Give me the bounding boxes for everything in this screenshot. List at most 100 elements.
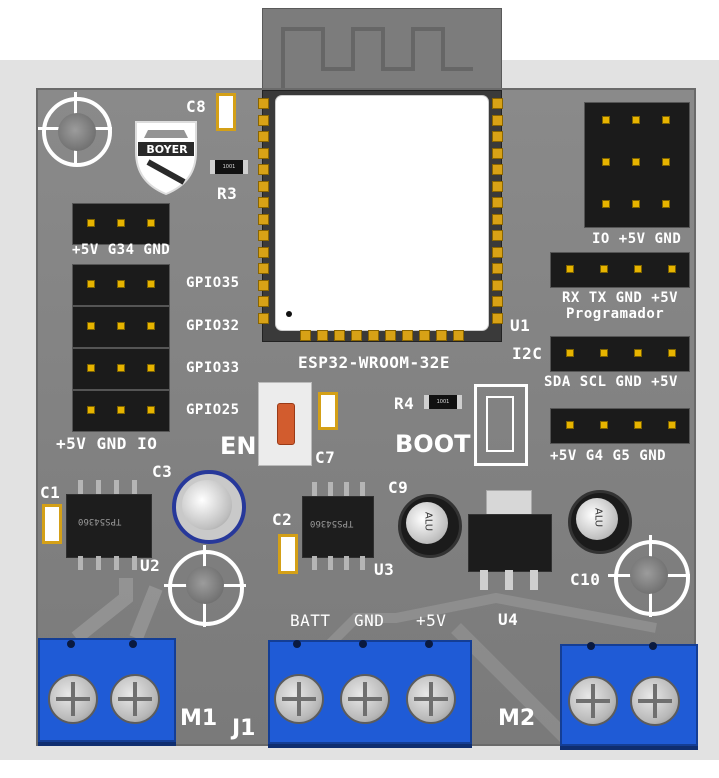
- header-pin: [662, 200, 670, 208]
- esp32-pad: [300, 330, 311, 341]
- capacitor-c2: [278, 534, 298, 574]
- en-button[interactable]: [258, 382, 312, 466]
- resistor-r3: 1001: [210, 160, 248, 174]
- silk-u3: U3: [374, 560, 395, 579]
- silk-c2: C2: [272, 510, 293, 529]
- header-pin: [662, 158, 670, 166]
- header-pin: [87, 219, 95, 227]
- silk-r4: R4: [394, 394, 415, 413]
- ic-leg: [132, 556, 137, 570]
- esp32-pad: [492, 114, 503, 126]
- boot-button-outline[interactable]: [474, 384, 528, 466]
- header-pin: [600, 421, 608, 429]
- ic-leg: [96, 556, 101, 570]
- silk-plus5v: +5V: [416, 611, 447, 630]
- regulator-u4-leg: [480, 570, 488, 590]
- regulator-u4-tab: [486, 490, 532, 516]
- header-pin: [147, 322, 155, 330]
- silk-c10: C10: [570, 570, 601, 589]
- silk-batt: BATT: [290, 611, 331, 630]
- esp32-pad: [258, 296, 269, 307]
- silk-m1: M1: [180, 706, 218, 731]
- header-pin: [662, 116, 670, 124]
- terminal-dot: [67, 640, 75, 648]
- silk-gpio25: GPIO25: [186, 402, 240, 418]
- terminal-screw: [630, 676, 680, 726]
- terminal-screw: [340, 674, 390, 724]
- ic-leg: [360, 482, 365, 496]
- capacitor-c7: [318, 392, 338, 430]
- silk-gpio32: GPIO32: [186, 318, 240, 334]
- esp32-pad: [258, 147, 269, 159]
- terminal-screw: [48, 674, 98, 724]
- esp32-pad: [368, 330, 379, 341]
- copper-traces: [71, 578, 657, 746]
- header-pin: [117, 280, 125, 288]
- header-pin: [147, 406, 155, 414]
- esp32-pad: [436, 330, 447, 341]
- ic-leg: [328, 556, 333, 570]
- esp32-pad: [351, 330, 362, 341]
- terminal-screw: [110, 674, 160, 724]
- ic-leg: [114, 480, 119, 494]
- esp32-pad: [492, 312, 503, 324]
- terminal-dot: [425, 640, 433, 648]
- en-button-actuator[interactable]: [277, 403, 295, 445]
- regulator-u4-leg: [530, 570, 538, 590]
- ic-u3: [302, 496, 374, 558]
- ic-leg: [132, 480, 137, 494]
- header-pin: [117, 406, 125, 414]
- ic-leg: [78, 556, 83, 570]
- esp32-pad: [258, 246, 269, 258]
- mounting-hole-bottom-left: [168, 550, 244, 626]
- header-pin: [117, 364, 125, 372]
- capacitor-c8: [216, 93, 236, 131]
- esp32-pad: [258, 180, 269, 192]
- header-pin: [566, 349, 574, 357]
- silk-i2c: I2C: [512, 344, 543, 363]
- silk-gnd: GND: [354, 611, 385, 630]
- header-pin: [602, 116, 610, 124]
- header-pin: [87, 364, 95, 372]
- silk-c7: C7: [315, 448, 336, 467]
- esp32-pad: [402, 330, 413, 341]
- header-pin: [668, 265, 676, 273]
- silk-c3: C3: [152, 462, 173, 481]
- mounting-hole-drill: [58, 113, 96, 151]
- esp32-pad: [492, 246, 503, 258]
- header-pin: [634, 265, 642, 273]
- boyer-logo-icon: [135, 121, 197, 196]
- ic-leg: [344, 482, 349, 496]
- silk-u1: U1: [510, 316, 531, 335]
- silk-5v-g34-gnd: +5V G34 GND: [72, 242, 171, 258]
- silk-io-5v-gnd: IO +5V GND: [592, 231, 682, 247]
- header-pin: [632, 200, 640, 208]
- header-pin: [632, 116, 640, 124]
- ic-u2-marking: TPS54360: [78, 516, 122, 526]
- esp32-pad: [492, 180, 503, 192]
- ic-leg: [312, 482, 317, 496]
- esp32-pad: [492, 131, 503, 142]
- header-pin: [87, 322, 95, 330]
- esp32-pad: [258, 312, 269, 324]
- antenna-trace-icon: [281, 27, 473, 89]
- capacitor-c9-top: [406, 502, 448, 544]
- terminal-dot: [293, 640, 301, 648]
- silk-r3: R3: [217, 184, 238, 203]
- ic-leg: [96, 480, 101, 494]
- esp32-pad: [334, 330, 345, 341]
- header-pin: [602, 158, 610, 166]
- ic-leg: [78, 480, 83, 494]
- esp32-pad: [258, 197, 269, 208]
- header-pin: [147, 280, 155, 288]
- silk-en: EN: [220, 432, 257, 460]
- esp32-pad: [258, 230, 269, 241]
- terminal-screw: [568, 676, 618, 726]
- esp32-pad: [419, 330, 430, 341]
- esp32-shield: [276, 96, 488, 330]
- silk-esp32-module: ESP32-WROOM-32E: [298, 353, 450, 372]
- esp32-pad: [492, 263, 503, 274]
- terminal-dot: [359, 640, 367, 648]
- capacitor-c1: [42, 504, 62, 544]
- boot-button-inner[interactable]: [486, 396, 514, 452]
